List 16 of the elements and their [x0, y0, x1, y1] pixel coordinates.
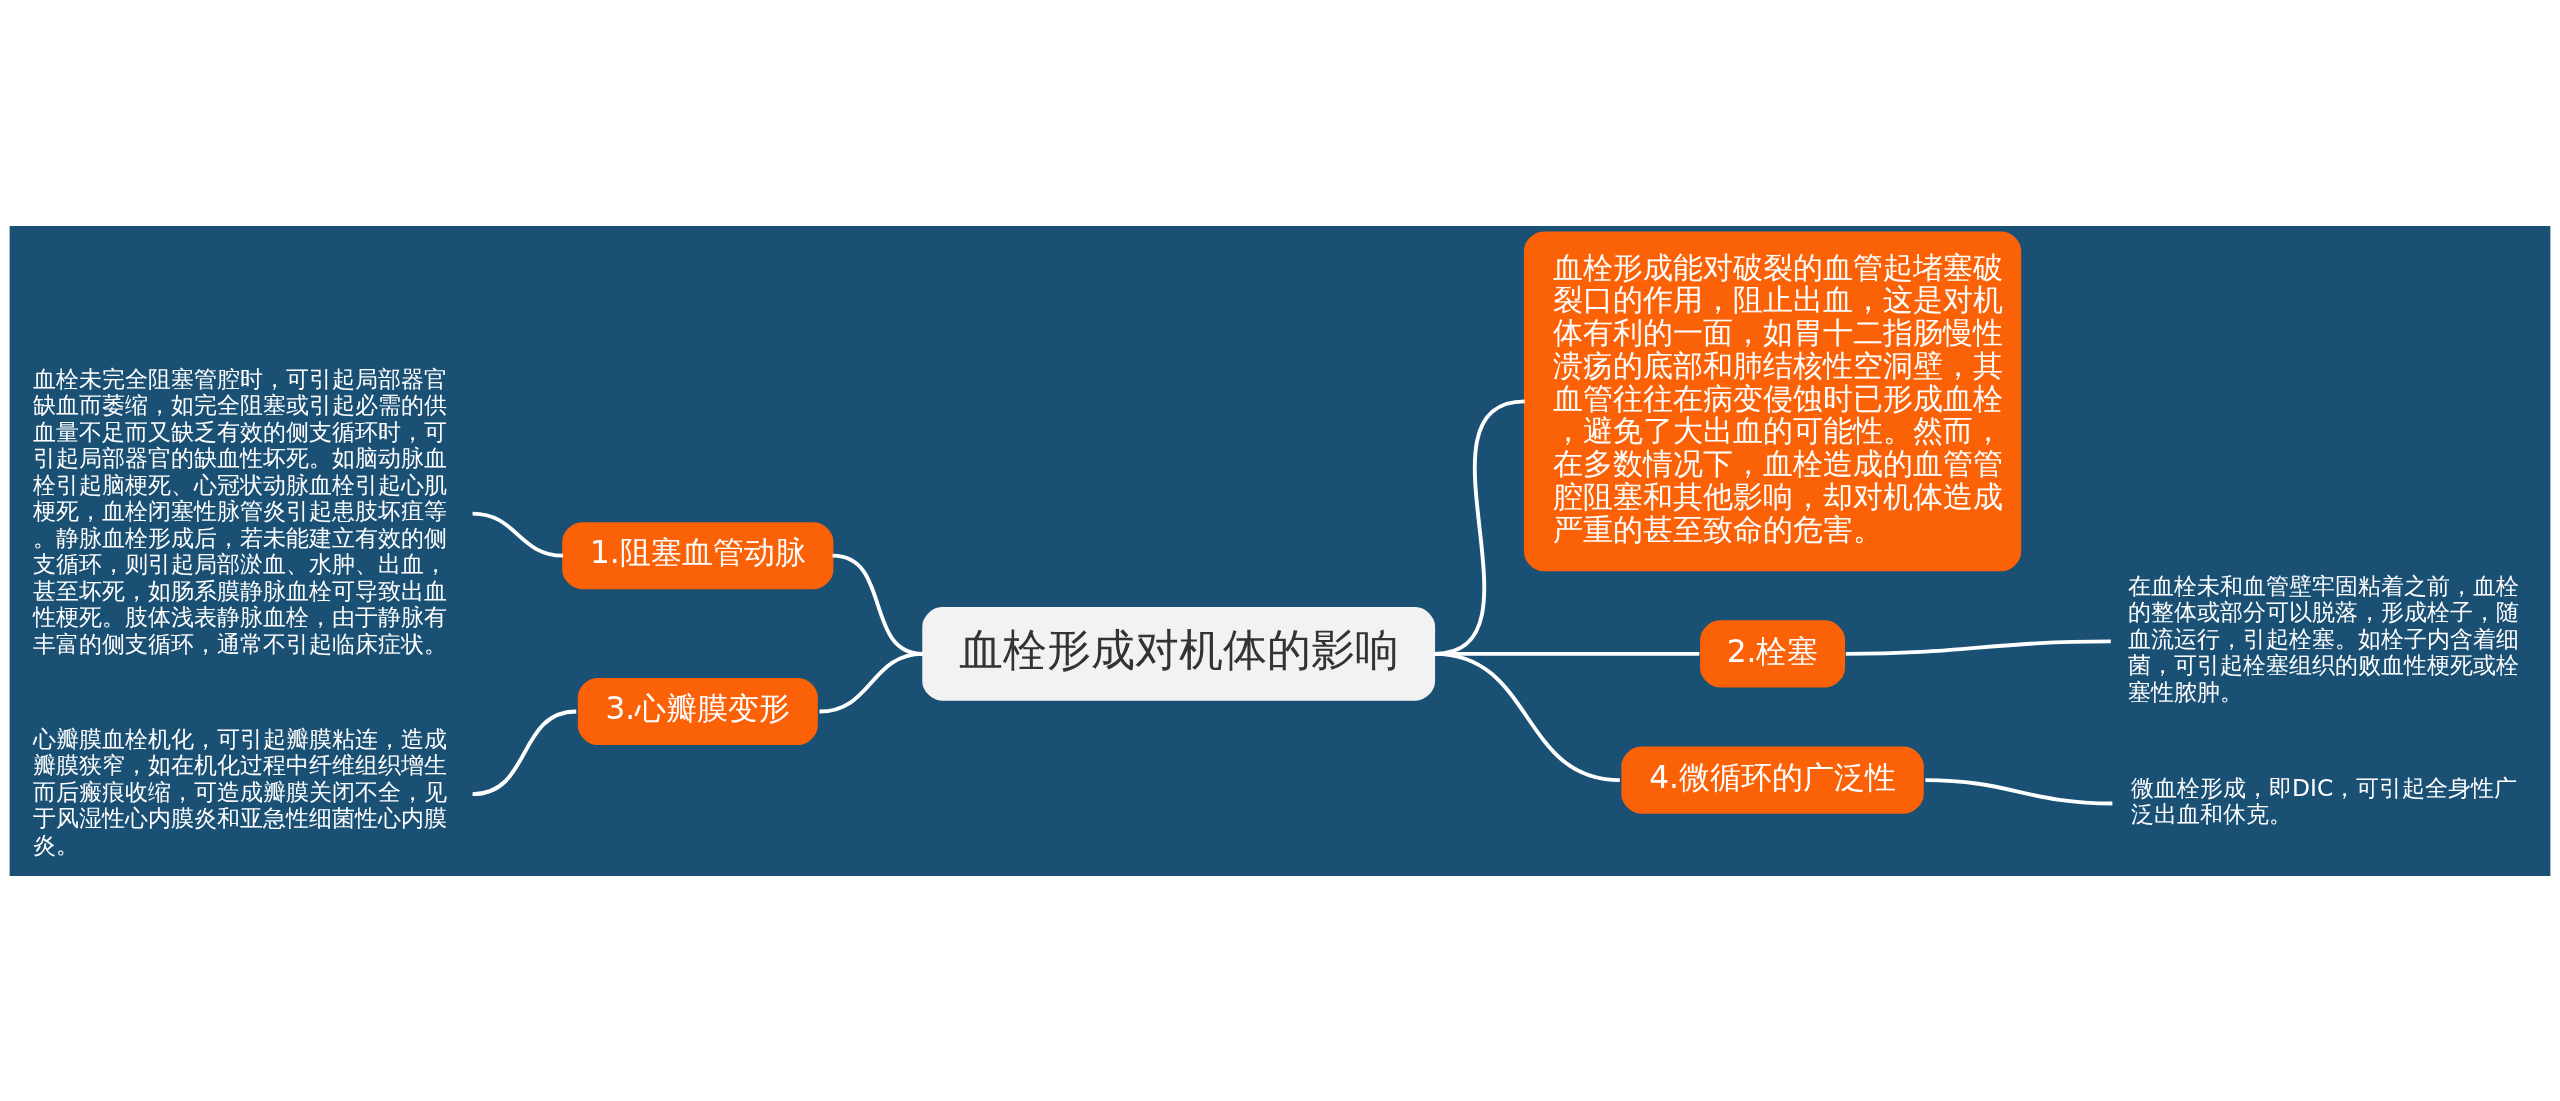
connector [1925, 777, 2113, 805]
connector [819, 651, 924, 713]
node-text: 血栓未完全阻塞管腔时，可引起局部器官缺血而萎缩，如完全阻塞或引起必需的供血量不足而又缺乏有效的侧支循环时，可引起局部器官的缺血性坏死。如脑动脉血栓引起脑梗死、心冠状动脉血栓引起心肌梗死，血栓闭塞性脉管炎引起患肢坏疽等。静脉血栓形成后，若未能建立有效的侧支循环，则引起局部淤血、水肿、出血，甚至坏死，如肠系膜静脉血栓可导致出血性梗死。肢体浅表静脉血栓，由于静脉有丰富的侧支循环，通常不引起临床症状。 [33, 364, 447, 658]
node-box: 血栓形成对机体的影响 [922, 606, 1436, 701]
node-text: 心瓣膜血栓机化，可引起瓣膜粘连，造成瓣膜狭窄，如在机化过程中纤维组织增生而后瘢痕收缩，可造成瓣膜关闭不全，见于风湿性心内膜炎和亚急性细菌性心内膜炎。 [33, 724, 447, 859]
connector [472, 709, 577, 796]
node-box: 4.微循环的广泛性 [1621, 746, 1924, 814]
node-text: 微血栓形成，即DIC，可引起全身性广泛出血和休克。 [2131, 773, 2518, 828]
node-box: 3.心瓣膜变形 [577, 677, 818, 745]
node-box: 2.栓塞 [1700, 619, 1846, 687]
node-box: 血栓形成能对破裂的血管起堵塞破裂口的作用，阻止出血，这是对机体有利的一面，如胃十二指肠慢性溃疡的底部和肺结核性空洞壁，其血管往往在病变侵蚀时已形成血栓，避免了大出血的可能性。然而，在多数情况下，血栓造成的血管管腔阻塞和其他影响，却对机体造成严重的甚至致命的危害。 [1523, 230, 2022, 571]
connector [472, 511, 564, 558]
node-text: 在血栓未和血管壁牢固粘着之前，血栓的整体或部分可以脱落，形成栓子，随血流运行，引起栓塞。如栓子内含着细菌，可引起栓塞组织的败血性梗死或栓塞性脓肿。 [2127, 571, 2519, 706]
node-box: 1.阻塞血管动脉 [562, 521, 834, 589]
connector [1845, 638, 2111, 656]
connector [1434, 651, 1621, 782]
